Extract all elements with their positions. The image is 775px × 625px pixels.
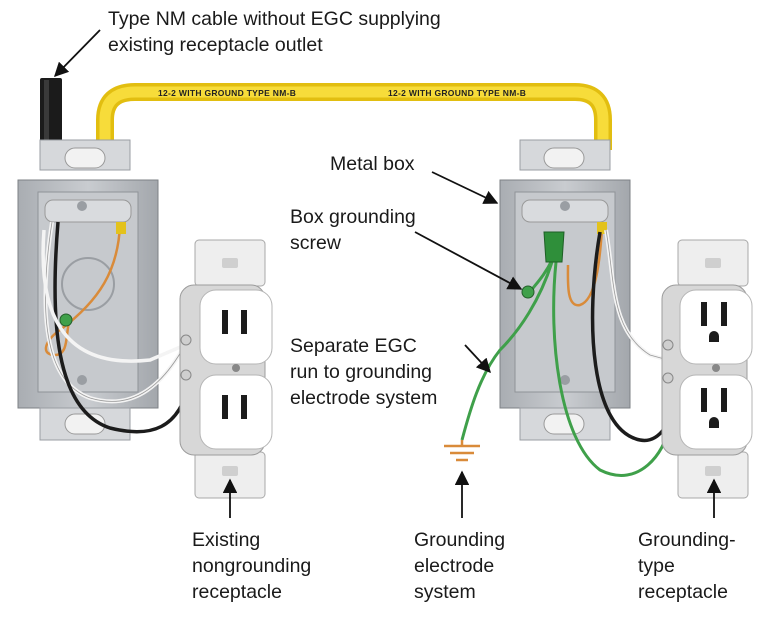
right-metal-box <box>499 139 631 441</box>
label-existing-line2: nongrounding <box>192 555 312 577</box>
label-nm-cable-line2: existing receptacle outlet <box>108 34 323 56</box>
left-copper-wire <box>44 224 122 357</box>
arrow-nm-cable <box>53 29 101 78</box>
grounding-type-receptacle <box>661 239 753 499</box>
separate-egc-wire <box>460 261 554 441</box>
arrow-egc <box>464 344 491 374</box>
cable-print-left: 12-2 WITH GROUND TYPE NM-B <box>158 88 296 98</box>
wire-nut <box>543 231 565 263</box>
right-copper-wire <box>566 227 604 307</box>
arrow-metal-box <box>431 171 499 204</box>
green-ground-to-receptacle <box>552 261 670 477</box>
left-box-screw <box>59 313 73 327</box>
label-grounding-type-line1: Grounding- <box>638 529 736 551</box>
ground-symbol-icon <box>444 440 480 462</box>
nongrounding-receptacle <box>179 239 273 499</box>
box-grounding-screw <box>521 285 535 299</box>
left-black-wire <box>53 221 192 434</box>
callout-arrows <box>53 29 722 518</box>
arrow-box-screw <box>414 231 523 290</box>
label-existing-line1: Existing <box>192 529 261 551</box>
label-box-screw-line2: screw <box>290 232 341 254</box>
label-grounding-type-line2: type <box>638 555 675 577</box>
cable-print-right: 12-2 WITH GROUND TYPE NM-B <box>388 88 526 98</box>
label-box-screw-line1: Box grounding <box>290 206 416 228</box>
label-metal-box: Metal box <box>330 153 415 175</box>
label-electrode-line2: electrode <box>414 555 495 577</box>
label-electrode-line1: Grounding <box>414 529 506 551</box>
label-existing-line3: receptacle <box>192 581 282 603</box>
label-egc-line3: electrode system <box>290 387 438 409</box>
label-grounding-type-line3: receptacle <box>638 581 728 603</box>
label-egc-line1: Separate EGC <box>290 335 417 357</box>
left-box <box>17 139 159 441</box>
label-nm-cable-line1: Type NM cable without EGC supplying <box>108 8 441 30</box>
label-electrode-line3: system <box>414 581 476 603</box>
label-egc-line2: run to grounding <box>290 361 433 383</box>
